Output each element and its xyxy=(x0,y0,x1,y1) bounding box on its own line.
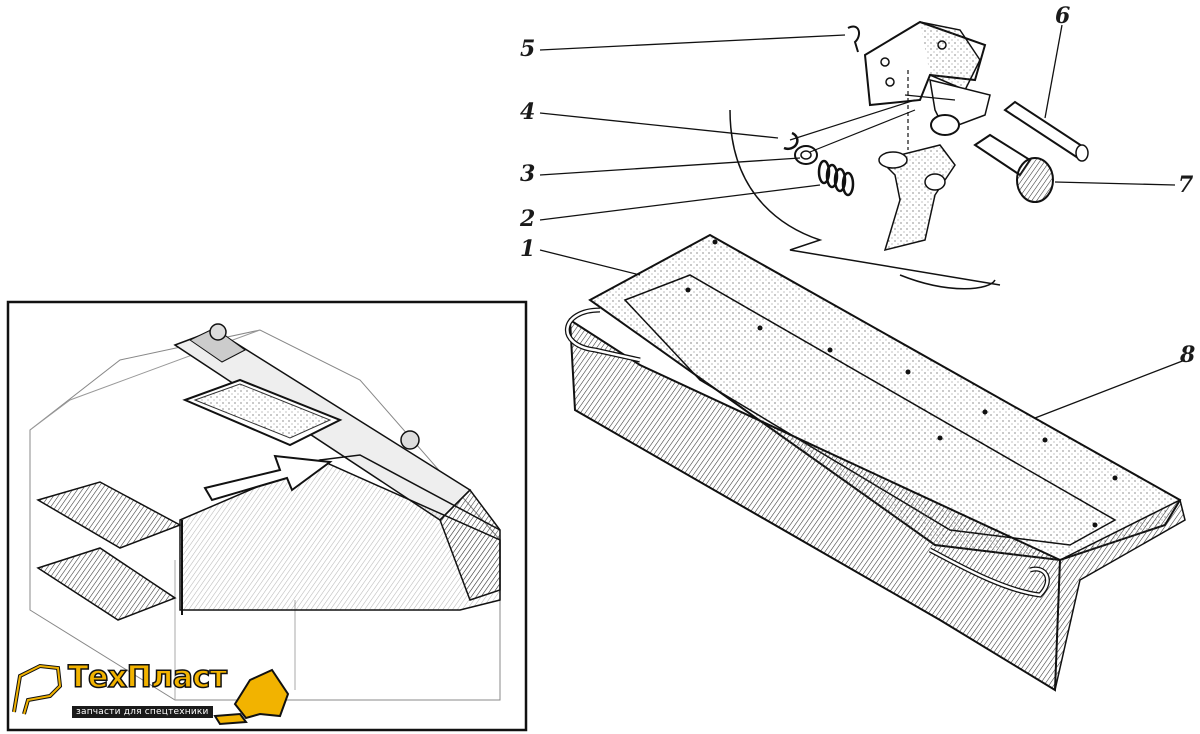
floor-plate-upper xyxy=(36,481,182,549)
leader-lines xyxy=(539,24,1186,419)
hinge-assembly xyxy=(729,20,1089,290)
logo-tagline: запчасти для спецтехники xyxy=(72,706,213,718)
pin-6 xyxy=(1003,100,1087,160)
callout-label-7: 7 xyxy=(1178,172,1194,198)
callout-label-4: 4 xyxy=(520,99,536,125)
cotter-pin-5 xyxy=(847,25,861,53)
techplast-logo: ТехПласт запчасти для спецтехники xyxy=(10,656,300,730)
logo-name: ТехПласт xyxy=(67,659,228,696)
hinge-leaf xyxy=(878,144,956,252)
panel-assembly xyxy=(564,233,1186,692)
callout-label-2: 2 xyxy=(520,206,536,232)
panel-inner-recess xyxy=(623,274,1117,546)
spring-2 xyxy=(817,159,855,197)
callout-label-8: 8 xyxy=(1180,342,1196,368)
callout-label-3: 3 xyxy=(520,161,536,187)
callout-label-1: 1 xyxy=(520,236,536,262)
snap-ring-4 xyxy=(783,131,799,151)
panel-bolt-holes xyxy=(685,239,1118,528)
callout-label-6: 6 xyxy=(1055,3,1071,29)
insertion-arrow xyxy=(203,454,333,502)
excavator-icon xyxy=(12,663,290,726)
floor-plate-lower xyxy=(36,547,177,621)
inset-cab-frame-view xyxy=(6,300,528,732)
callout-label-5: 5 xyxy=(520,36,536,62)
